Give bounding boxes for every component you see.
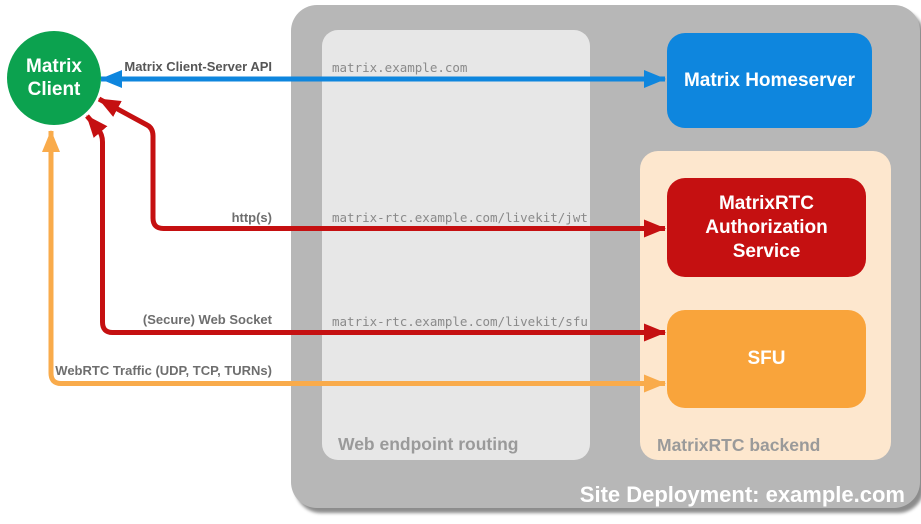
endpoint-livekit-jwt: matrix-rtc.example.com/livekit/jwt	[332, 210, 588, 225]
matrix-client-label-line1: Matrix	[26, 56, 82, 77]
matrixrtc-auth-service-node: MatrixRTC Authorization Service	[667, 178, 866, 277]
web-endpoint-routing-box	[322, 30, 590, 460]
matrixrtc-auth-service-label: MatrixRTC Authorization Service	[705, 192, 828, 262]
webrtc-traffic-label: WebRTC Traffic (UDP, TCP, TURNs)	[55, 363, 272, 378]
sfu-label: SFU	[747, 348, 786, 369]
matrixrtc-backend-label: MatrixRTC backend	[657, 435, 821, 455]
matrix-client-node: Matrix Client	[7, 31, 101, 125]
matrix-homeserver-label: Matrix Homeserver	[683, 69, 856, 91]
web-endpoint-routing-label: Web endpoint routing	[338, 434, 519, 454]
endpoint-matrix-example-com: matrix.example.com	[332, 60, 468, 75]
endpoint-livekit-sfu: matrix-rtc.example.com/livekit/sfu	[332, 314, 588, 329]
sfu-node: SFU	[667, 310, 866, 408]
matrix-client-label: Matrix Client	[26, 55, 82, 101]
site-deployment-title: Site Deployment: example.com	[579, 482, 905, 507]
client-server-api-label: Matrix Client-Server API	[124, 59, 272, 74]
matrix-homeserver-node: Matrix Homeserver	[667, 33, 872, 128]
websocket-label: (Secure) Web Socket	[142, 312, 272, 327]
matrix-client-label-line2: Client	[27, 79, 81, 100]
https-label: http(s)	[231, 210, 272, 225]
